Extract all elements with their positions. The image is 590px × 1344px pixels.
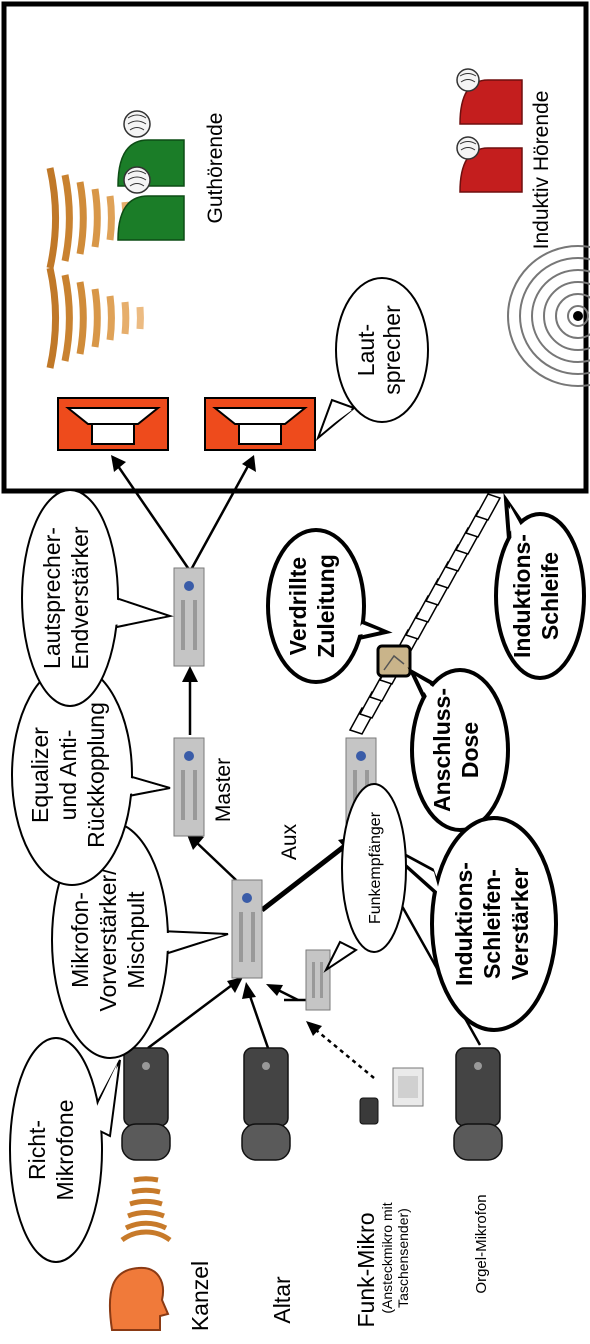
bubble-richt-mikrofone: Richt- Mikrofone xyxy=(10,1038,120,1262)
funk-mikro-sub2: Taschensender) xyxy=(395,1208,411,1308)
bubble-endverstaerker: Lautsprecher- Endverstärker xyxy=(22,490,170,706)
induction-field-icon xyxy=(508,246,590,386)
lautsprecher-line1: Laut- xyxy=(353,324,379,376)
master-label: Master xyxy=(212,758,235,822)
listener-red-1 xyxy=(457,69,522,124)
richt-mikrofone-line2: Mikrofone xyxy=(52,1100,78,1201)
induktiv-hoerende-label: Induktiv Hörende xyxy=(530,91,553,250)
lapel-mic-icon xyxy=(360,1068,423,1124)
equalizer-line3: Rückkopplung xyxy=(83,702,109,848)
speaker-box-bottom xyxy=(205,398,315,450)
schleifenverstaerker-line3: Verstärker xyxy=(507,868,533,981)
speaker-person-icon xyxy=(110,1268,168,1330)
bubble-verdrillte-zuleitung: Verdrillte Zuleitung xyxy=(268,530,386,682)
vorverstaerker-line2: Vorverstärker/ xyxy=(95,868,121,1012)
bubble-lautsprecher: Laut- sprecher xyxy=(318,278,428,438)
amp-mischpult xyxy=(232,880,262,978)
schleife-line2: Schleife xyxy=(537,552,563,640)
altar-label: Altar xyxy=(269,1276,295,1324)
orgel-mikrofon-label: Orgel-Mikrofon xyxy=(473,1194,490,1293)
vorverstaerker-line1: Mikrofon- xyxy=(67,892,93,988)
bubble-schleifen-verstaerker: Induktions- Schleifen- Verstärker xyxy=(380,818,556,1030)
dose-line2: Dose xyxy=(457,722,483,778)
microphone-altar-icon xyxy=(242,1048,290,1160)
endverstaerker-line2: Endverstärker xyxy=(67,526,93,670)
guthoerende-label: Guthörende xyxy=(204,113,227,224)
vorverstaerker-line3: Mischpult xyxy=(123,891,149,989)
aux-label: Aux xyxy=(278,823,301,860)
listener-red-2 xyxy=(457,137,522,192)
richt-mikrofone-line1: Richt- xyxy=(24,1120,50,1180)
kanzel-label: Kanzel xyxy=(187,1261,213,1331)
voice-waves xyxy=(122,1179,170,1240)
endverstaerker-line1: Lautsprecher- xyxy=(39,527,65,669)
bubble-anschluss-dose: Anschluss- Dose xyxy=(412,670,508,830)
schleife-line1: Induktions- xyxy=(509,534,535,658)
funkempfaenger-device xyxy=(306,950,330,1010)
amp-endverstaerker xyxy=(174,568,204,666)
schleifenverstaerker-line1: Induktions- xyxy=(451,862,477,986)
speaker-box-top xyxy=(58,398,168,450)
dose-line1: Anschluss- xyxy=(429,688,455,812)
funk-mikro-sub1: (Ansteckmikro mit xyxy=(379,1202,395,1313)
bubble-induktions-schleife: Induktions- Schleife xyxy=(496,500,584,678)
microphone-kanzel-icon xyxy=(122,1048,170,1160)
funkempfaenger-label: Funkempfänger xyxy=(367,811,384,924)
equalizer-line2: und Anti- xyxy=(55,730,81,821)
amp-equalizer xyxy=(174,738,204,836)
bubble-funkempfaenger: Funkempfänger xyxy=(326,784,406,970)
funk-mikro-label: Funk-Mikro xyxy=(353,1212,379,1327)
microphone-orgel-icon xyxy=(454,1048,502,1160)
zuleitung-line1: Verdrillte xyxy=(285,557,311,655)
schleifenverstaerker-line2: Schleifen- xyxy=(479,869,505,979)
lautsprecher-line2: sprecher xyxy=(379,305,405,395)
connection-box-icon xyxy=(378,646,410,676)
equalizer-line1: Equalizer xyxy=(27,727,53,823)
zuleitung-line2: Zuleitung xyxy=(313,554,339,657)
sound-waves-top xyxy=(50,268,140,368)
